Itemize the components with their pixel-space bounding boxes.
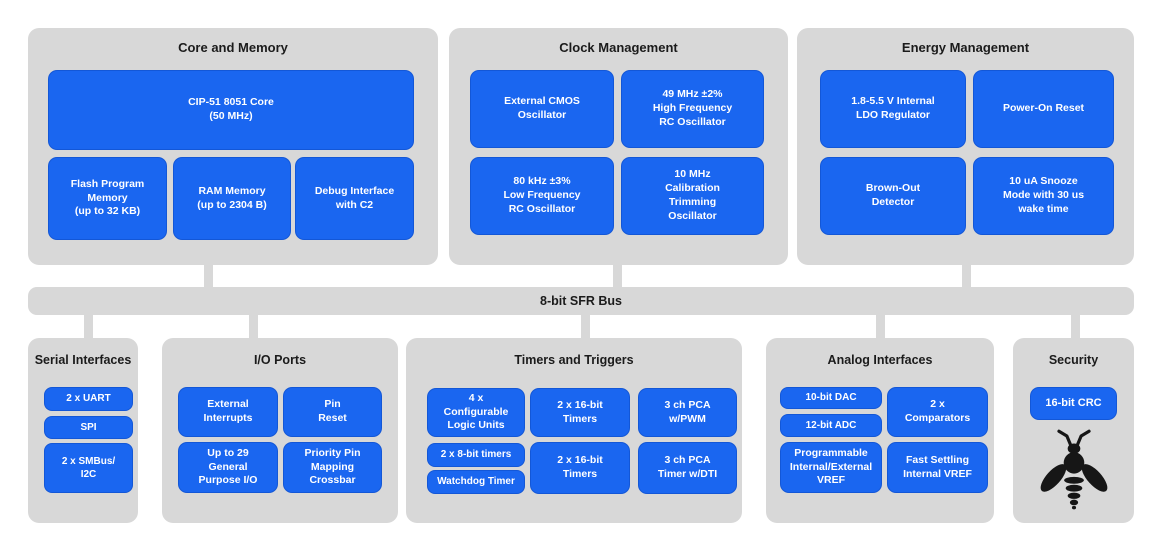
block-pca-pwm: 3 ch PCA w/PWM	[638, 388, 737, 437]
bus-connector	[962, 263, 971, 288]
bus-connector	[204, 263, 213, 288]
bus-connector	[876, 314, 885, 339]
block-hf-rc-oscillator: 49 MHz ±2% High Frequency RC Oscillator	[621, 70, 764, 148]
section-title-timers: Timers and Triggers	[514, 353, 634, 367]
block-watchdog-timer: Watchdog Timer	[427, 470, 525, 494]
panel-timers-and-triggers: Timers and Triggers 4 x Configurable Log…	[406, 338, 742, 523]
block-adc: 12-bit ADC	[780, 414, 882, 437]
block-brown-out-detector: Brown-Out Detector	[820, 157, 966, 235]
section-title-serial: Serial Interfaces	[34, 353, 132, 367]
block-dac: 10-bit DAC	[780, 387, 882, 409]
panel-clock-management: Clock Management External CMOS Oscillato…	[449, 28, 788, 265]
block-debug-interface: Debug Interface with C2	[295, 157, 414, 240]
block-power-on-reset: Power-On Reset	[973, 70, 1114, 148]
bus-connector	[581, 314, 590, 339]
bus-connector	[84, 314, 93, 339]
block-trimming-oscillator: 10 MHz Calibration Trimming Oscillator	[621, 157, 764, 235]
block-snooze-mode: 10 uA Snooze Mode with 30 us wake time	[973, 157, 1114, 235]
block-configurable-logic-units: 4 x Configurable Logic Units	[427, 388, 525, 437]
block-uart: 2 x UART	[44, 387, 133, 411]
section-title-core: Core and Memory	[178, 40, 288, 55]
block-smbus-i2c: 2 x SMBus/ I2C	[44, 443, 133, 493]
block-16bit-timers-2: 2 x 16-bit Timers	[530, 442, 630, 494]
panel-security: Security 16-bit CRC	[1013, 338, 1134, 523]
section-title-security: Security	[1048, 353, 1099, 367]
block-cip51-core: CIP-51 8051 Core (50 MHz)	[48, 70, 414, 150]
block-ldo-regulator: 1.8-5.5 V Internal LDO Regulator	[820, 70, 966, 148]
block-fast-settling-vref: Fast Settling Internal VREF	[887, 442, 988, 493]
block-crossbar: Priority Pin Mapping Crossbar	[283, 442, 382, 493]
bus-connector	[1071, 314, 1080, 339]
block-16bit-crc: 16-bit CRC	[1030, 387, 1117, 420]
bee-icon	[1040, 429, 1107, 510]
block-ram-memory: RAM Memory (up to 2304 B)	[173, 157, 291, 240]
block-comparators: 2 x Comparators	[887, 387, 988, 437]
sfr-bus: 8-bit SFR Bus	[28, 287, 1134, 315]
block-external-cmos-oscillator: External CMOS Oscillator	[470, 70, 614, 148]
block-lf-rc-oscillator: 80 kHz ±3% Low Frequency RC Oscillator	[470, 157, 614, 235]
block-pca-timer-dti: 3 ch PCA Timer w/DTI	[638, 442, 737, 494]
block-pin-reset: Pin Reset	[283, 387, 382, 437]
block-flash-memory: Flash Program Memory (up to 32 KB)	[48, 157, 167, 240]
bus-connector	[249, 314, 258, 339]
panel-core-and-memory: Core and Memory CIP-51 8051 Core (50 MHz…	[28, 28, 438, 265]
block-16bit-timers-1: 2 x 16-bit Timers	[530, 388, 630, 437]
panel-io-ports: I/O Ports External Interrupts Pin Reset …	[162, 338, 398, 523]
panel-serial-interfaces: Serial Interfaces 2 x UART SPI 2 x SMBus…	[28, 338, 138, 523]
block-programmable-vref: Programmable Internal/External VREF	[780, 442, 882, 493]
panel-energy-management: Energy Management 1.8-5.5 V Internal LDO…	[797, 28, 1134, 265]
section-title-energy: Energy Management	[901, 40, 1030, 55]
panel-analog-interfaces: Analog Interfaces 10-bit DAC 12-bit ADC …	[766, 338, 994, 523]
block-spi: SPI	[44, 416, 133, 439]
block-8bit-timers: 2 x 8-bit timers	[427, 443, 525, 467]
block-external-interrupts: External Interrupts	[178, 387, 278, 437]
section-title-analog: Analog Interfaces	[827, 353, 933, 367]
block-general-purpose-io: Up to 29 General Purpose I/O	[178, 442, 278, 493]
section-title-clock: Clock Management	[559, 40, 678, 55]
bus-connector	[613, 263, 622, 288]
section-title-io: I/O Ports	[253, 353, 307, 367]
sfr-bus-label: 8-bit SFR Bus	[540, 294, 622, 308]
